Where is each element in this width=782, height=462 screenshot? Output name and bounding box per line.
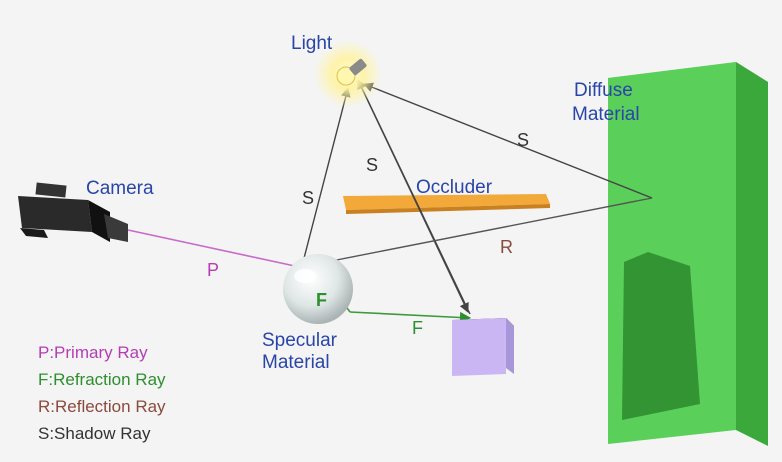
diffuse-label-line1: Diffuse <box>574 80 633 101</box>
occluder <box>343 194 550 214</box>
cube <box>452 318 514 376</box>
ray-label-shadow-left: S <box>302 188 314 208</box>
rays <box>127 79 653 324</box>
reflection-ray <box>305 197 653 267</box>
ray-label-shadow-mid: S <box>366 155 378 175</box>
ray-label-primary: P <box>207 260 219 280</box>
ray-label-shadow-right: S <box>517 130 529 150</box>
specular-sphere <box>283 254 353 324</box>
legend-item-primary: P:Primary Ray <box>38 343 148 362</box>
light-bulb-icon <box>314 40 382 108</box>
camera-icon <box>18 182 128 242</box>
shadow-ray-left <box>301 87 351 267</box>
legend-item-refraction: F:Refraction Ray <box>38 370 166 389</box>
legend: P:Primary Ray F:Refraction Ray R:Reflect… <box>38 343 166 443</box>
ray-label-refraction-inside: F <box>316 290 327 310</box>
light-label: Light <box>291 33 333 54</box>
camera-label: Camera <box>86 178 154 199</box>
refraction-ray <box>349 311 472 324</box>
shadow-ray-right <box>363 82 653 199</box>
ray-label-reflection: R <box>500 237 513 257</box>
specular-label-line1: Specular <box>262 330 338 351</box>
diffuse-material-wall <box>608 62 768 446</box>
legend-item-shadow: S:Shadow Ray <box>38 424 151 443</box>
primary-ray <box>127 229 305 269</box>
diffuse-label-line2: Material <box>572 104 640 125</box>
wall-shadow <box>622 252 700 420</box>
specular-label-line2: Material <box>262 352 330 373</box>
occluder-label: Occluder <box>416 177 493 198</box>
legend-item-reflection: R:Reflection Ray <box>38 397 166 416</box>
ray-label-refraction: F <box>412 318 423 338</box>
shadow-ray-mid-to-cube <box>357 79 469 313</box>
